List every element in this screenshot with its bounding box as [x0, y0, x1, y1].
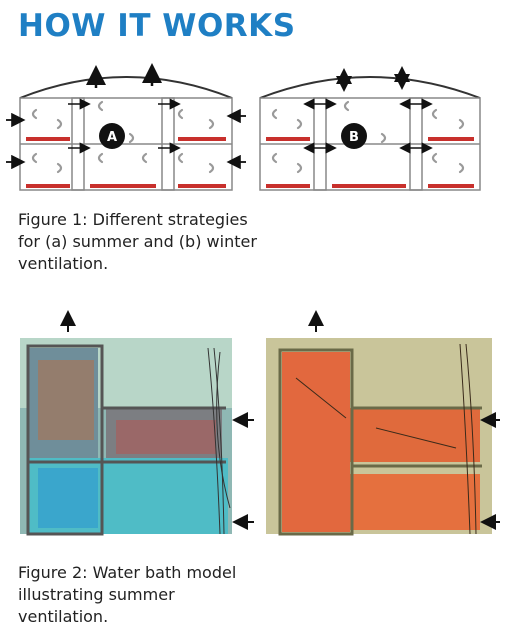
summer-ventilation-diagram: A — [6, 63, 246, 191]
figure-2-caption: Figure 2: Water bath model illustrating … — [18, 563, 237, 626]
heat-sources — [26, 137, 226, 188]
page-title: HOW IT WORKS — [18, 8, 296, 44]
winter-ventilation-diagram: B — [259, 66, 481, 191]
panel-b-label: B — [349, 130, 359, 145]
inlet-arrows — [232, 412, 254, 530]
airflow-swirls — [31, 100, 215, 174]
panel-a-badge — [99, 123, 125, 149]
building-outline — [19, 76, 233, 191]
water-bath-photo-warm — [266, 310, 500, 536]
two-way-vent-arrows — [303, 66, 433, 154]
water-bath-photo-cool — [20, 310, 254, 536]
airflow-swirls — [271, 100, 465, 174]
figure-1-caption: Figure 1: Different strategies for (a) s… — [18, 210, 257, 273]
panel-a-label: A — [107, 130, 117, 145]
heat-sources — [266, 137, 474, 188]
inlet-arrows — [6, 98, 246, 170]
exhaust-arrows — [86, 63, 162, 88]
building-outline — [259, 76, 481, 191]
inlet-arrows — [480, 412, 500, 530]
panel-b-badge — [341, 123, 367, 149]
